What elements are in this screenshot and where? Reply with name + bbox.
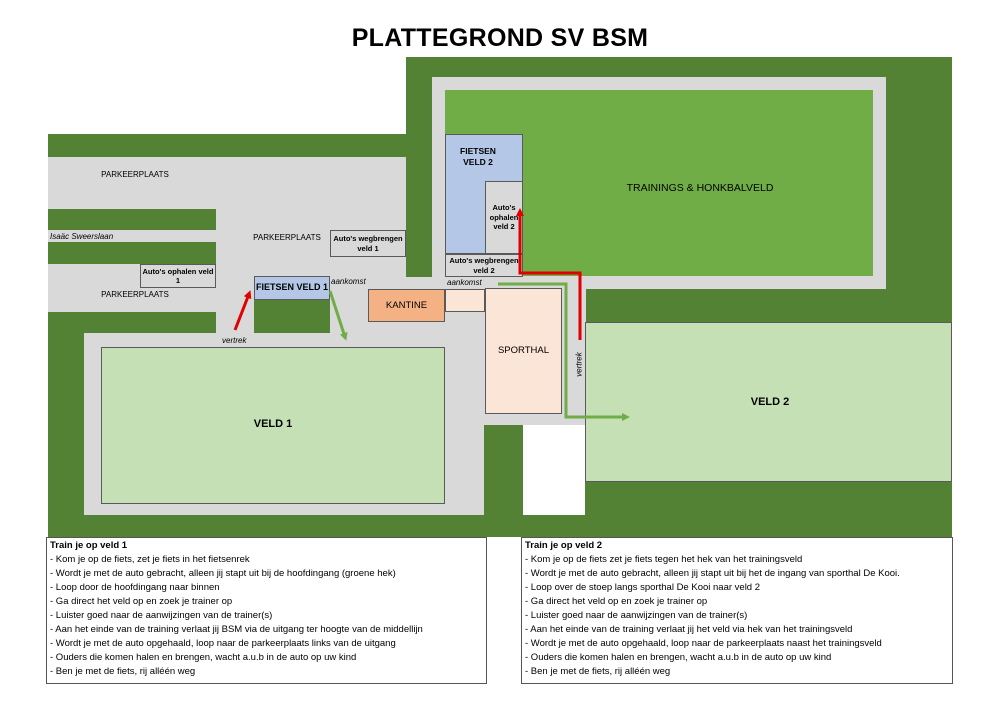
aankomst-label-2: aankomst	[447, 278, 482, 287]
grass-strip-middle	[484, 425, 523, 515]
rules-item: - Wordt je met de auto gebracht, alleen …	[525, 568, 900, 579]
fietsen-veld-1: FIETSEN VELD 1	[254, 276, 330, 300]
kantine-label: KANTINE	[385, 300, 428, 311]
rules-item: - Ben je met de fiets, rij alléén weg	[50, 666, 196, 677]
rules-item: - Wordt je met de auto opgehaald, loop n…	[50, 638, 396, 649]
rules-item: - Aan het einde van de training verlaat …	[50, 624, 423, 635]
street-lane	[48, 230, 216, 242]
vertrek-arrow-veld2	[516, 208, 582, 340]
rules-item: - Kom je op de fiets, zet je fiets in he…	[50, 554, 250, 565]
vertrek-arrow-veld1	[233, 290, 252, 331]
aankomst-label-1: aankomst	[331, 277, 366, 286]
rules-veld-2: Train je op veld 2 - Kom je op de fiets …	[521, 537, 953, 684]
sporthal-label: SPORTHAL	[497, 345, 550, 356]
rules-item: - Kom je op de fiets zet je fiets tegen …	[525, 554, 803, 565]
parkeerplaats-label-3: PARKEERPLAATS	[101, 290, 169, 299]
vertrek-label-1: vertrek	[222, 336, 247, 345]
white-gap	[523, 425, 585, 515]
rules-item: - Ga direct het veld op en zoek je train…	[525, 596, 708, 607]
veld-2	[585, 322, 952, 482]
parking-area-center	[216, 157, 406, 297]
page-title: PLATTEGROND SV BSM	[351, 24, 649, 52]
fietsen-veld-2-label: FIETSEN VELD 2	[460, 146, 496, 167]
rules-item: - Wordt je met de auto gebracht, alleen …	[50, 568, 396, 579]
ophalen-veld-1: Auto's ophalen veld 1	[140, 264, 216, 288]
aankomst-arrow-veld2	[498, 282, 630, 421]
training-field-label: TRAININGS & HONKBALVELD	[626, 182, 774, 194]
parkeerplaats-label-1: PARKEERPLAATS	[101, 170, 169, 179]
fietsen-veld-1-grass	[254, 300, 330, 333]
wegbrengen-veld-2: Auto's wegbrengen veld 2	[445, 254, 523, 277]
sporthal	[485, 288, 562, 414]
rules-item: - Luister goed naar de aanwijzingen van …	[50, 610, 273, 621]
rules-item: - Ben je met de fiets, rij alléén weg	[525, 666, 671, 677]
rules-item: - Ouders die komen halen en brengen, wac…	[525, 652, 832, 663]
rules-item: - Luister goed naar de aanwijzingen van …	[525, 610, 748, 621]
parkeerplaats-label-2: PARKEERPLAATS	[253, 233, 321, 242]
street-name: Isaäc Sweerslaan	[50, 232, 114, 241]
rules-item: - Loop over de stoep langs sporthal De K…	[525, 582, 761, 593]
veld-1-label: VELD 1	[253, 418, 293, 430]
kantine-connector	[445, 289, 485, 312]
rules-veld-1: Train je op veld 1 - Kom je op de fiets,…	[46, 537, 487, 684]
aankomst-arrow-veld1	[328, 290, 348, 341]
rules-veld-1-heading: Train je op veld 1	[50, 540, 128, 551]
rules-item: - Loop door de hoofdingang naar binnen	[50, 582, 220, 593]
rules-item: - Wordt je met de auto opgehaald, loop n…	[525, 638, 882, 649]
rules-item: - Ouders die komen halen en brengen, wac…	[50, 652, 357, 663]
kantine	[368, 289, 445, 322]
wegbrengen-veld-1: Auto's wegbrengen veld 1	[330, 230, 406, 257]
veld-2-label: VELD 2	[750, 396, 790, 408]
rules-item: - Aan het einde van de training verlaat …	[525, 624, 853, 635]
rules-veld-2-heading: Train je op veld 2	[525, 540, 603, 551]
rules-item: - Ga direct het veld op en zoek je train…	[50, 596, 233, 607]
veld-1	[101, 347, 445, 504]
ophalen-veld-2: Auto's ophalen veld 2	[485, 181, 523, 254]
